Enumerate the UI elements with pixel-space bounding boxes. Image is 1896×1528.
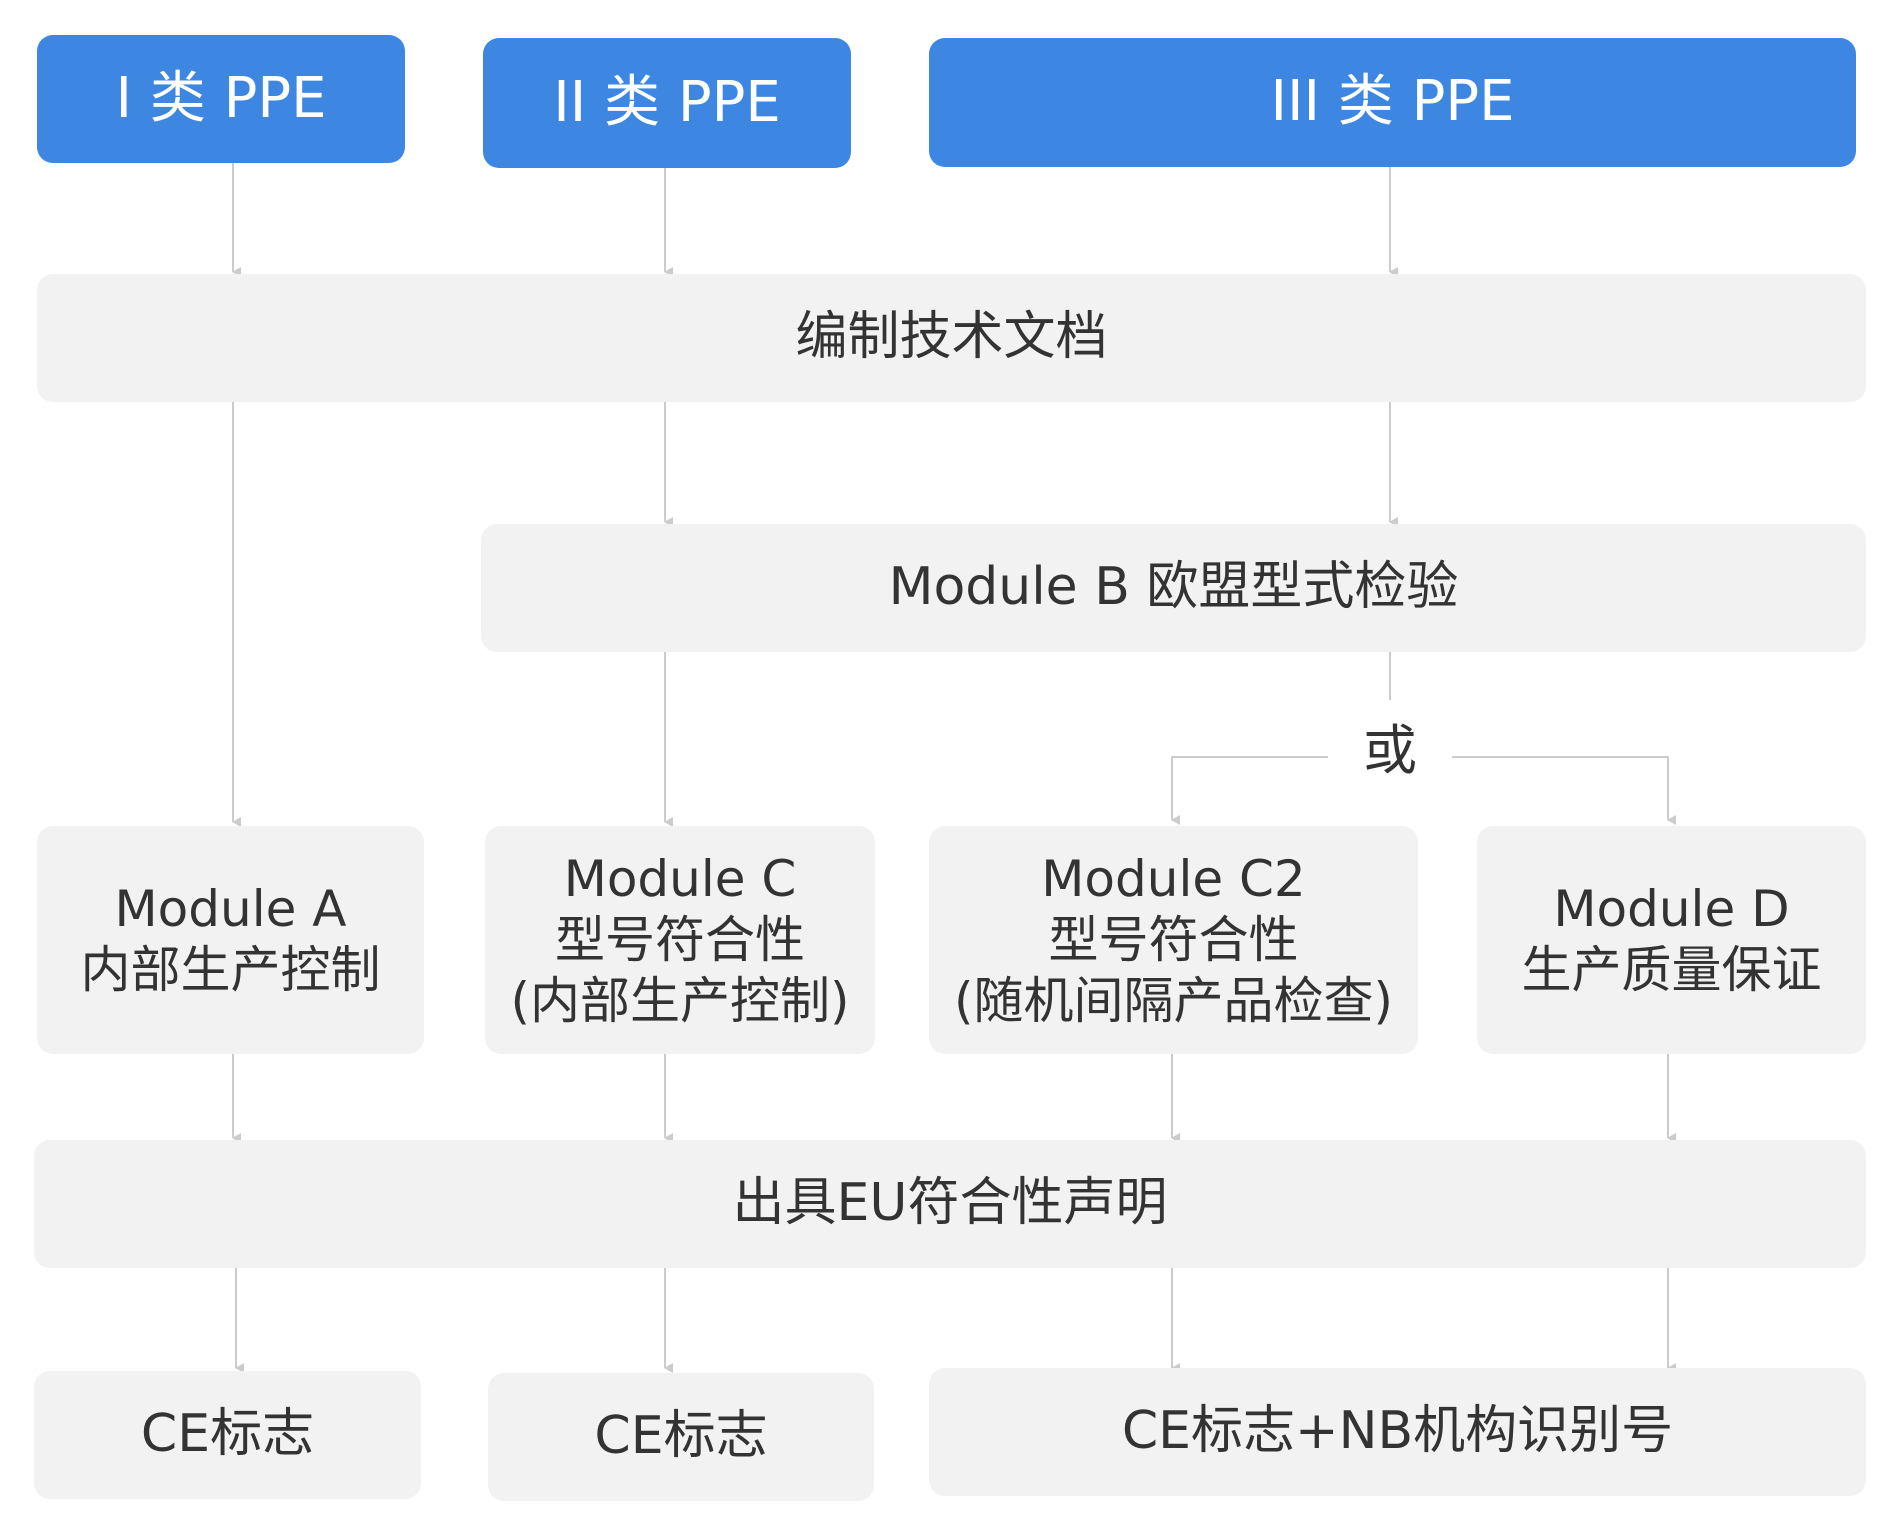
module-c2-box: Module C2 型号符合性 (随机间隔产品检查) bbox=[929, 826, 1418, 1054]
module-c2-desc: 型号符合性 bbox=[1048, 910, 1299, 969]
class-ii-ppe-header: II 类 PPE bbox=[483, 38, 851, 168]
module-c-note: (内部生产控制) bbox=[510, 971, 850, 1030]
module-c-box: Module C 型号符合性 (内部生产控制) bbox=[485, 826, 875, 1054]
mark-class-iii-label: CE标志+NB机构识别号 bbox=[1121, 1401, 1674, 1462]
class-i-ppe-header: I 类 PPE bbox=[37, 35, 405, 163]
module-a-desc: 内部生产控制 bbox=[80, 941, 381, 999]
module-a-title: Module A bbox=[114, 880, 347, 938]
class-iii-ppe-label: III 类 PPE bbox=[1270, 69, 1515, 135]
mark-class-ii-box: CE标志 bbox=[488, 1373, 874, 1501]
eu-declaration-label: 出具EU符合性声明 bbox=[732, 1173, 1168, 1234]
module-b-label: Module B 欧盟型式检验 bbox=[888, 557, 1459, 618]
mark-class-i-label: CE标志 bbox=[140, 1404, 315, 1465]
class-ii-ppe-label: II 类 PPE bbox=[553, 69, 781, 135]
branch-or-to-module-d bbox=[1452, 756, 1676, 825]
mark-class-i-box: CE标志 bbox=[34, 1371, 421, 1499]
branch-or-to-module-c2 bbox=[1171, 756, 1328, 825]
module-c2-title: Module C2 bbox=[1041, 849, 1306, 908]
class-iii-ppe-header: III 类 PPE bbox=[929, 38, 1856, 167]
module-d-box: Module D 生产质量保证 bbox=[1477, 826, 1866, 1054]
module-d-title: Module D bbox=[1553, 880, 1790, 938]
or-label: 或 bbox=[1363, 719, 1417, 782]
technical-docs-box: 编制技术文档 bbox=[37, 274, 1866, 402]
module-c-desc: 型号符合性 bbox=[555, 910, 805, 969]
technical-docs-label: 编制技术文档 bbox=[795, 307, 1108, 368]
module-a-box: Module A 内部生产控制 bbox=[37, 826, 424, 1054]
module-b-box: Module B 欧盟型式检验 bbox=[481, 524, 1866, 652]
module-c-title: Module C bbox=[563, 849, 797, 908]
eu-declaration-box: 出具EU符合性声明 bbox=[34, 1140, 1866, 1268]
module-c2-note: (随机间隔产品检查) bbox=[953, 971, 1393, 1030]
mark-class-ii-label: CE标志 bbox=[594, 1406, 768, 1467]
module-d-desc: 生产质量保证 bbox=[1521, 941, 1822, 999]
class-i-ppe-label: I 类 PPE bbox=[115, 65, 327, 131]
mark-class-iii-box: CE标志+NB机构识别号 bbox=[929, 1368, 1866, 1496]
